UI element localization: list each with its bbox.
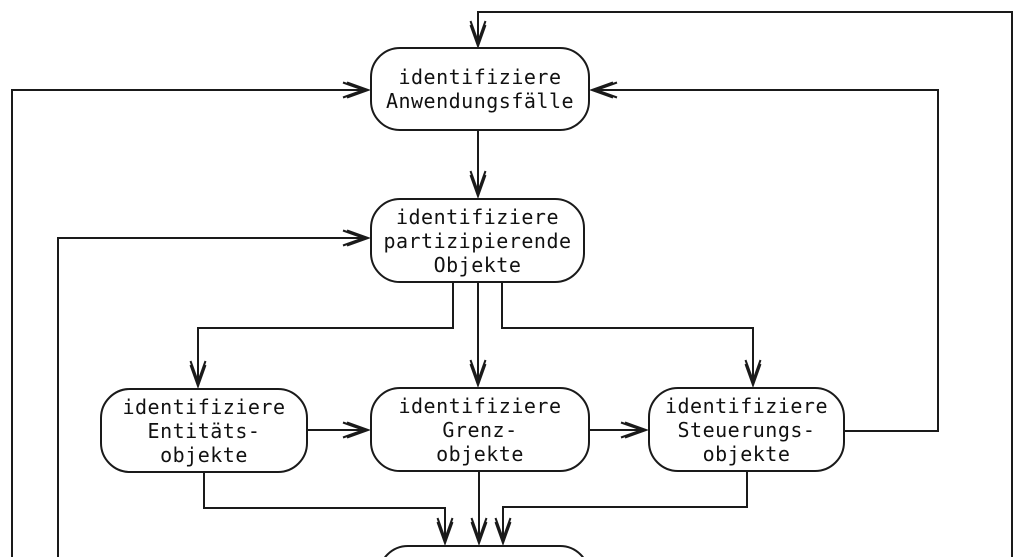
edge-partizipierende-to-steuerungs xyxy=(501,283,762,388)
edge-grenz-to-steuerungs xyxy=(590,421,649,439)
edge-loop-right-outer-to-anwendungsfaelle-top xyxy=(469,11,1013,557)
edge-partizipierende-to-entitaets xyxy=(189,283,454,389)
node-bottom-cutoff xyxy=(378,545,590,557)
edge-steuerungs-to-anwendungsfaelle-right xyxy=(589,81,939,432)
node-label: identifiziere Anwendungsfälle xyxy=(385,65,575,113)
edge-loop-left-inner-to-partizipierende-left xyxy=(57,229,371,557)
node-identifiziere-partizipierende-objekte: identifiziere partizipierende Objekte xyxy=(370,198,585,283)
node-label: identifiziere Entitäts- objekte xyxy=(122,394,286,467)
edge-entitaets-to-ergebnis xyxy=(203,473,454,546)
node-label: identifiziere Steuerungs- objekte xyxy=(664,393,829,466)
edge-grenz-to-ergebnis xyxy=(470,472,488,546)
node-identifiziere-grenzobjekte: identifiziere Grenz- objekte xyxy=(370,387,590,472)
edge-steuerungs-to-ergebnis xyxy=(494,472,748,546)
edge-anwendungsfaelle-to-partizipierende xyxy=(469,131,487,199)
edge-partizipierende-to-grenz xyxy=(469,283,487,388)
node-identifiziere-anwendungsfaelle: identifiziere Anwendungsfälle xyxy=(370,47,590,131)
node-label: identifiziere Grenz- objekte xyxy=(398,393,562,466)
node-label: identifiziere partizipierende Objekte xyxy=(383,204,572,277)
node-identifiziere-steuerungsobjekte: identifiziere Steuerungs- objekte xyxy=(648,387,845,472)
edge-loop-left-outer-to-anwendungsfaelle-left xyxy=(11,81,371,557)
node-identifiziere-entitaetsobjekte: identifiziere Entitäts- objekte xyxy=(100,388,308,473)
edge-entitaets-to-grenz xyxy=(308,421,371,439)
